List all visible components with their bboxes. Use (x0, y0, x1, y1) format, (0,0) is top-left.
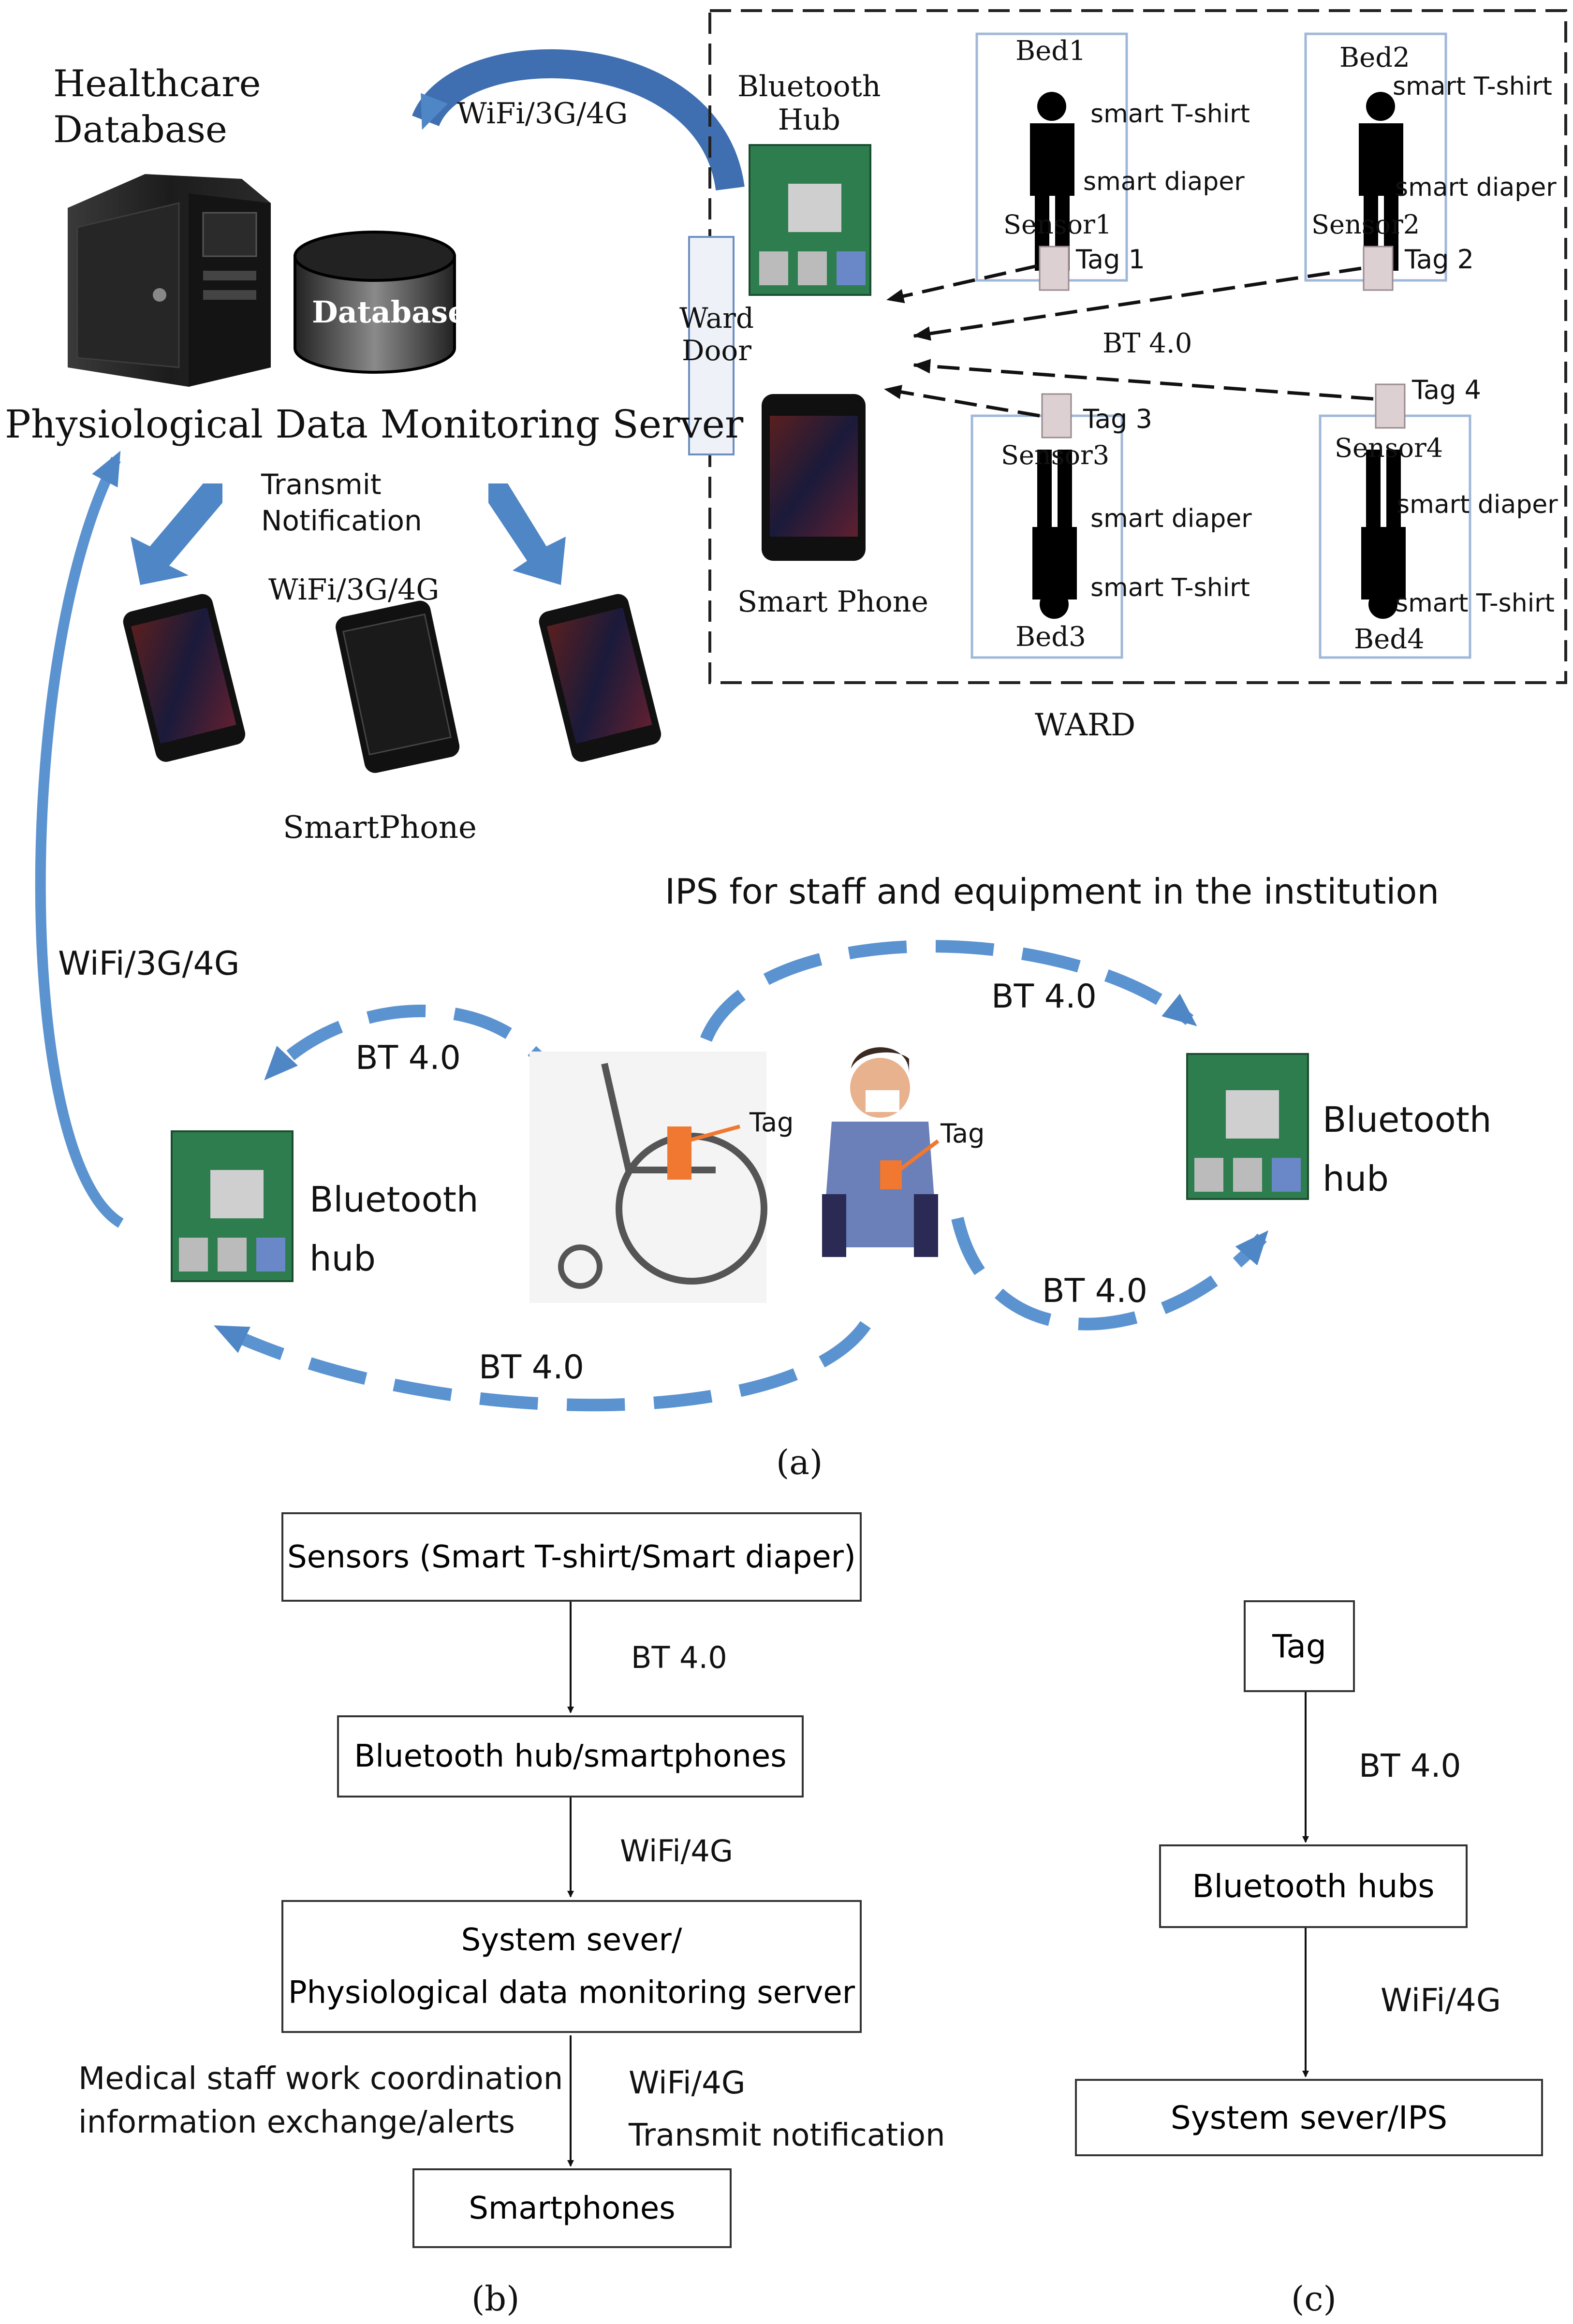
panel-b-server-box: System sever/ Physiological data monitor… (281, 1900, 862, 2033)
bed4-tag-label: Tag 4 (1412, 375, 1481, 405)
bed2-tag-label: Tag 2 (1405, 244, 1474, 275)
bluetooth-hub-left-label: Bluetooth hub (309, 1179, 479, 1279)
bed1-diaper-label: smart diaper (1083, 167, 1245, 196)
panel-b-sensors-text: Sensors (Smart T-shirt/Smart diaper) (287, 1539, 856, 1575)
wifi-top-label: WiFi/3G/4G (457, 97, 628, 131)
smartphone-icon-1 (123, 594, 246, 762)
panel-b-edge3-left-line1: Medical staff work coordination (78, 2061, 563, 2097)
bed4-shirt-label: smart T-shirt (1395, 589, 1555, 618)
caption-b: (b) (471, 2279, 520, 2319)
panel-b-sensors-box: Sensors (Smart T-shirt/Smart diaper) (281, 1512, 862, 1602)
bluetooth-hub-right-label: Bluetooth hub (1323, 1099, 1492, 1199)
bed1-label: Bed1 (1015, 35, 1086, 67)
bt-top-right-label: BT 4.0 (991, 978, 1097, 1016)
healthcare-database-label: Healthcare Database (53, 62, 261, 151)
panel-b-server-line2: Physiological data monitoring server (288, 1974, 855, 2011)
caption-a: (a) (776, 1443, 823, 1482)
wifi-top-arrow (412, 49, 745, 191)
bt-bottom-label: BT 4.0 (479, 1348, 584, 1387)
smartphone-icon-3 (539, 594, 662, 762)
ward-boundary (708, 9, 1567, 684)
panel-c-edge1-label: BT 4.0 (1359, 1747, 1461, 1784)
bed1-sensor-label: Sensor1 (1003, 209, 1112, 240)
bed2-sensor-label: Sensor2 (1311, 209, 1420, 240)
panel-b-edge2-label: WiFi/4G (620, 1833, 733, 1869)
database-label: Database (312, 294, 467, 330)
bed3-tag-label: Tag 3 (1083, 404, 1152, 434)
wifi-phones-label: WiFi/3G/4G (268, 573, 440, 607)
bed2-shirt-label: smart T-shirt (1393, 72, 1552, 101)
database-cylinder-icon (294, 231, 456, 374)
smart-phone-ward-label: Smart Phone (737, 585, 928, 619)
panel-b-edge3-right-line2: Transmit notification (629, 2118, 945, 2153)
panel-b-smartphones-box: Smartphones (412, 2168, 732, 2248)
bt-top-left-label: BT 4.0 (355, 1039, 461, 1077)
bed4-label: Bed4 (1354, 624, 1425, 655)
bt-ward-label: BT 4.0 (1103, 328, 1192, 359)
panel-c-edge2-label: WiFi/4G (1381, 1982, 1501, 2019)
bed3-sensor-label: Sensor3 (1001, 440, 1110, 470)
ward-door-label: Ward Door (679, 302, 754, 367)
panel-b-edge3-right-line1: WiFi/4G (629, 2065, 746, 2101)
transmit-arrows (131, 483, 566, 585)
tag-person-label: Tag (941, 1118, 985, 1149)
wheelchair-icon (529, 1052, 767, 1303)
wifi-left-label: WiFi/3G/4G (58, 945, 240, 983)
smartphone-label: SmartPhone (283, 810, 477, 846)
bed3-shirt-label: smart T-shirt (1090, 573, 1250, 602)
server-tower-icon (68, 174, 271, 387)
ward-bt-arrows (884, 264, 1374, 418)
panel-b-smartphones-text: Smartphones (469, 2190, 676, 2226)
bed3-diaper-label: smart diaper (1090, 504, 1252, 533)
transmit-notification-label: Transmit Notification (261, 468, 422, 538)
wifi-left-arrow (35, 451, 124, 1228)
smartphone-icon-2 (336, 600, 460, 773)
ward-door (688, 236, 735, 455)
panel-b-hub-box: Bluetooth hub/smartphones (337, 1715, 804, 1798)
bed4-sensor-label: Sensor4 (1335, 433, 1443, 463)
bed2-diaper-label: smart diaper (1395, 173, 1557, 202)
ward-smartphone-icon (762, 394, 866, 561)
ips-title: IPS for staff and equipment in the insti… (665, 871, 1440, 912)
panel-c-tag-box: Tag (1244, 1600, 1355, 1692)
bluetooth-hub-ward-label: Bluetooth Hub (737, 70, 881, 137)
panel-c-server-box: System sever/IPS (1075, 2079, 1543, 2156)
bed1-tag-label: Tag 1 (1076, 244, 1145, 275)
panel-b-edge3-left-line2: information exchange/alerts (78, 2105, 515, 2140)
bluetooth-hub-board-icon (749, 144, 871, 296)
bluetooth-hub-right-board-icon (1186, 1053, 1309, 1200)
bed2-label: Bed2 (1339, 42, 1410, 73)
bed4-diaper-label: smart diaper (1397, 490, 1558, 519)
panel-b-server-line1: System sever/ (461, 1922, 682, 1958)
bt-bottom-right-label: BT 4.0 (1042, 1272, 1147, 1310)
bluetooth-hub-left-board-icon (171, 1130, 294, 1282)
panel-c-hubs-box: Bluetooth hubs (1159, 1844, 1468, 1928)
tag-wheelchair-label: Tag (750, 1107, 794, 1138)
server-label: Physiological Data Monitoring Server (5, 402, 744, 447)
bed1-shirt-label: smart T-shirt (1090, 100, 1250, 129)
ward-label: WARD (1035, 707, 1136, 743)
panel-c-server-text: System sever/IPS (1170, 2099, 1448, 2136)
panel-c-hubs-text: Bluetooth hubs (1192, 1868, 1435, 1905)
panel-b-hub-text: Bluetooth hub/smartphones (354, 1739, 787, 1774)
staff-person-icon (822, 1047, 940, 1257)
panel-b-edge1-label: BT 4.0 (631, 1640, 727, 1675)
panel-c-tag-text: Tag (1272, 1627, 1326, 1665)
bed3-label: Bed3 (1015, 621, 1086, 653)
tag-icons (1039, 246, 1406, 438)
caption-c: (c) (1291, 2279, 1337, 2319)
